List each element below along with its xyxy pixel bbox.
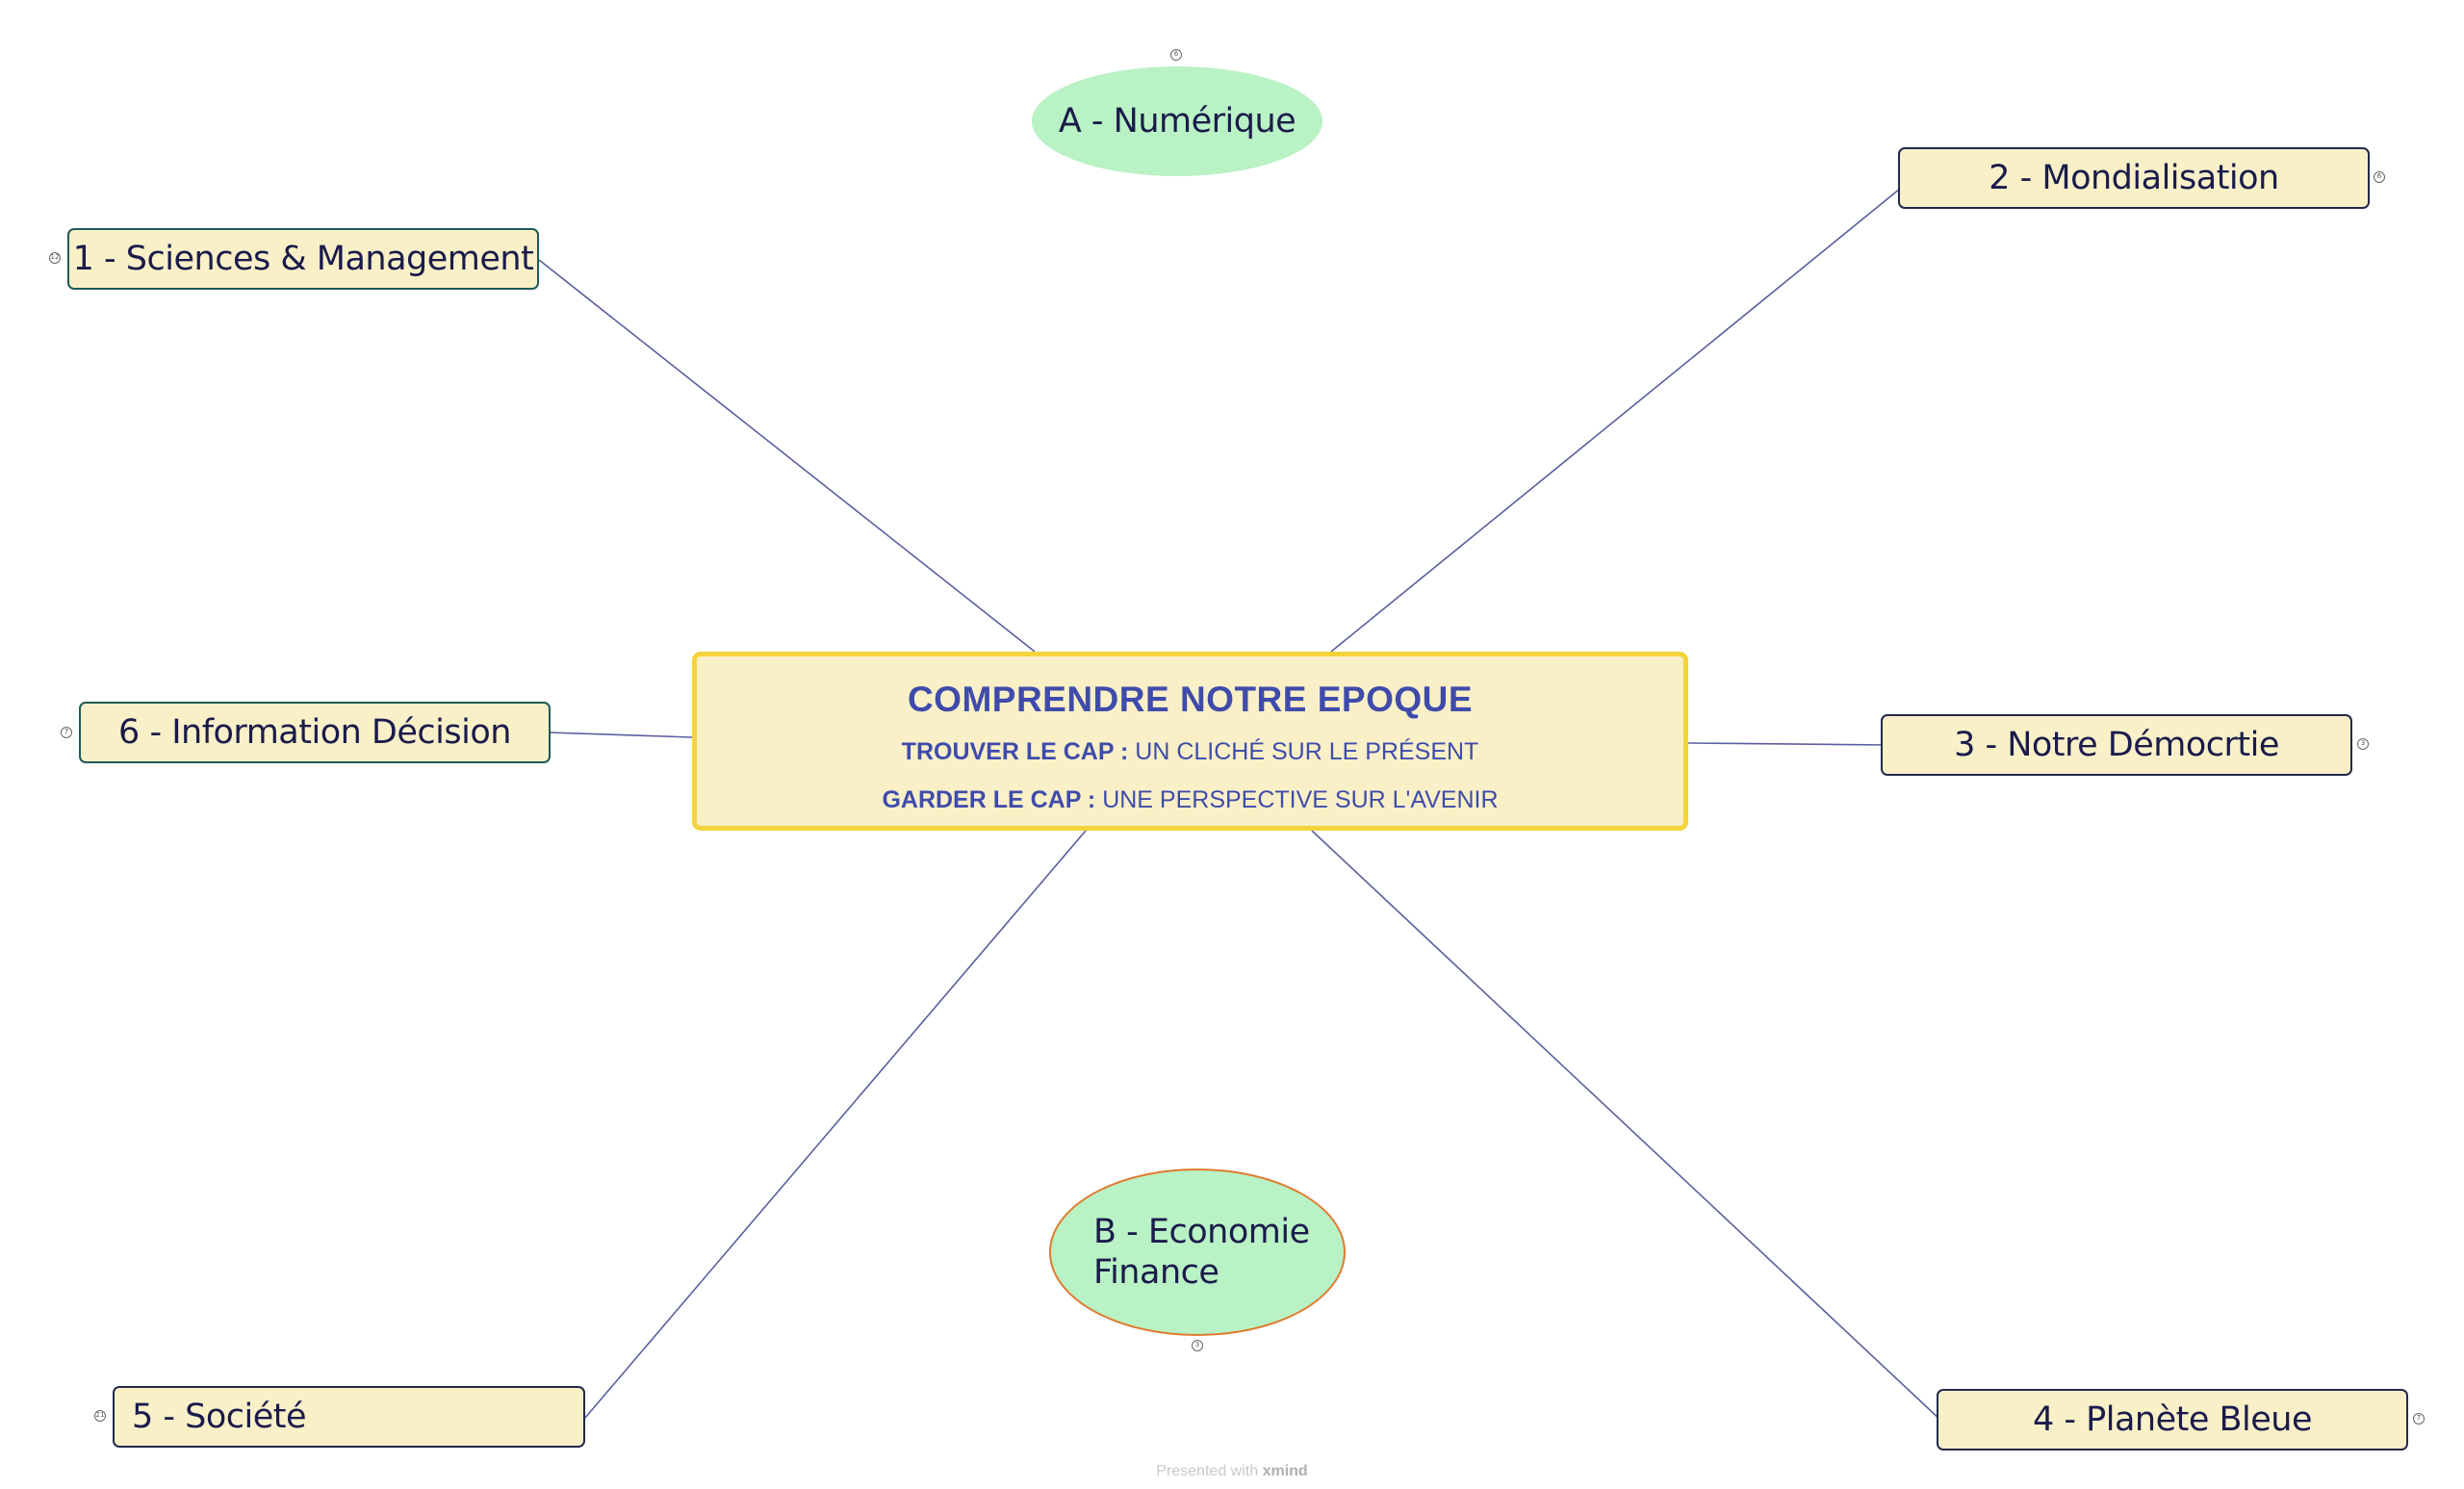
central-line2-text: UNE PERSPECTIVE SUR L'AVENIR [1102, 786, 1499, 813]
topic-planete-label: 4 - Planète Bleue [2032, 1400, 2313, 1439]
connector-societe [584, 830, 1087, 1419]
topic-mondialisation-count-badge[interactable]: 6 [2374, 171, 2385, 183]
floating-topic-economie-finance[interactable]: B - Economie Finance [1049, 1168, 1346, 1336]
topic-sciences-management[interactable]: 1 - Sciences & Management [67, 228, 539, 290]
topic-mondialisation[interactable]: 2 - Mondialisation [1898, 147, 2370, 209]
floating-economie-line1: B - Economie [1093, 1213, 1310, 1251]
topic-planete-count-badge[interactable]: 7 [2413, 1413, 2425, 1425]
topic-planete-bleue[interactable]: 4 - Planète Bleue [1937, 1389, 2408, 1450]
connector-democratie [1687, 742, 1887, 746]
central-title: COMPRENDRE NOTRE EPOQUE [907, 680, 1474, 719]
topic-information-count-badge[interactable]: 7 [61, 727, 72, 738]
topic-democratie[interactable]: 3 - Notre Démocrtie [1881, 714, 2352, 776]
central-line1-bold: TROUVER LE CAP : [901, 738, 1129, 765]
topic-democratie-label: 3 - Notre Démocrtie [1954, 726, 2279, 764]
topic-societe-count-badge[interactable]: 21 [94, 1410, 106, 1422]
central-line1-text: UN CLICHÉ SUR LE PRÉSENT [1135, 738, 1479, 765]
central-line-trouver: TROUVER LE CAP : UN CLICHÉ SUR LE PRÉSEN… [697, 738, 1683, 766]
footer-brand-logo: xmind [1262, 1463, 1308, 1479]
central-topic[interactable]: COMPRENDRE NOTRE EPOQUE TROUVER LE CAP :… [692, 652, 1688, 831]
floating-numerique-label: A - Numérique [1058, 102, 1296, 141]
presented-with-footer: Presented with xmind [1126, 1463, 1338, 1480]
floating-topic-numerique[interactable]: A - Numérique [1032, 66, 1322, 176]
connector-planete [1311, 830, 1943, 1423]
topic-societe-label: 5 - Société [132, 1398, 307, 1436]
floating-numerique-count-badge[interactable]: 6 [1170, 49, 1182, 61]
topic-sciences-label: 1 - Sciences & Management [72, 240, 534, 278]
topic-mondialisation-label: 2 - Mondialisation [1989, 159, 2279, 197]
topic-societe[interactable]: 5 - Société [113, 1386, 585, 1448]
connector-information [548, 732, 693, 738]
floating-economie-count-badge[interactable]: 3 [1192, 1340, 1203, 1351]
floating-economie-text: B - Economie Finance [1093, 1212, 1310, 1293]
connector-mondialisation [1330, 175, 1916, 653]
topic-information-label: 6 - Information Décision [118, 713, 511, 752]
connector-sciences [538, 259, 1036, 653]
topic-information-decision[interactable]: 6 - Information Décision [79, 702, 551, 763]
central-line-garder: GARDER LE CAP : UNE PERSPECTIVE SUR L'AV… [697, 786, 1683, 814]
topic-sciences-count-badge[interactable]: 12 [49, 252, 61, 264]
footer-presented-text: Presented with [1156, 1463, 1259, 1479]
topic-democratie-count-badge[interactable]: 3 [2357, 738, 2369, 750]
central-line2-bold: GARDER LE CAP : [882, 786, 1096, 813]
floating-economie-line2: Finance [1093, 1253, 1219, 1292]
